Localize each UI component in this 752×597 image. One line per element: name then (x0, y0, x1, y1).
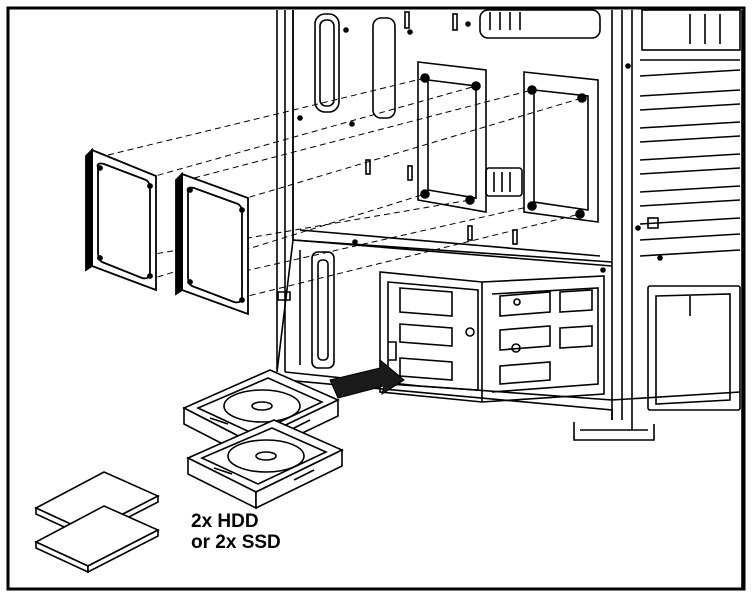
hard-drive (186, 419, 344, 510)
insert-arrow (329, 358, 405, 399)
caption-line-hdd: 2x HDD (191, 511, 259, 532)
caption-line-ssd: or 2x SSD (191, 532, 281, 553)
drive-capacity-caption: 2x HDD or 2x SSD (191, 511, 281, 553)
guide-lines (107, 77, 583, 299)
ssd-icon (34, 505, 160, 574)
ssd-drive (85, 147, 157, 292)
outer-border (6, 6, 746, 591)
ssd-drive (175, 171, 249, 316)
case-chassis-illustration (276, 9, 743, 590)
